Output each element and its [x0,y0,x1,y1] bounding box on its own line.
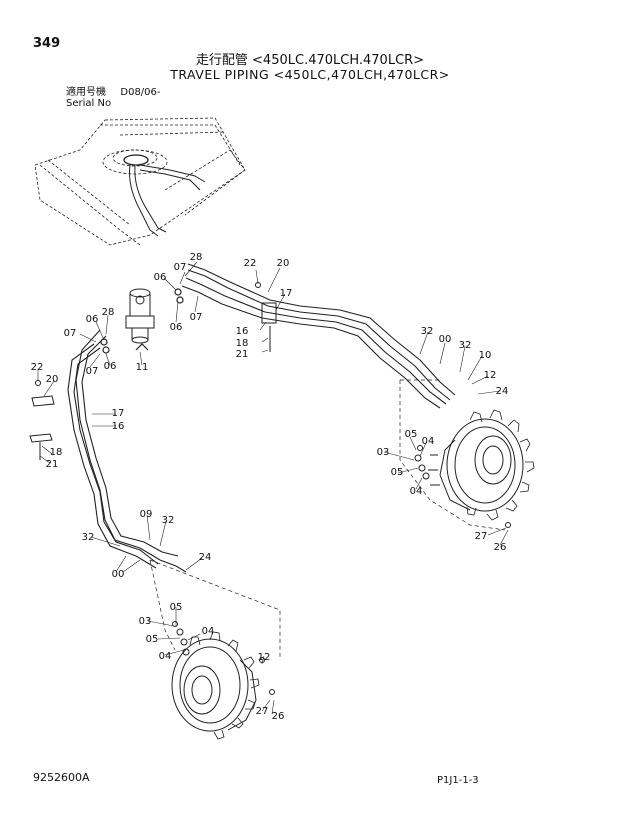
callout-label: 28 [190,252,203,263]
lower-sprocket-teeth [189,631,260,740]
callout-label: 07 [86,366,99,377]
lower-motor-dashed-frame [149,559,281,660]
callout-label: 05 [170,602,183,613]
callout-label: 06 [154,272,167,283]
page-number: 349 [33,36,61,51]
callout-label: 32 [162,515,175,526]
callout-label: 20 [46,374,59,385]
upper-hose-bundle [181,263,456,409]
callout-label: 03 [377,447,390,458]
lower-fittings [172,621,275,695]
callout-label: 00 [439,334,452,345]
callout-label: 16 [236,326,249,337]
title-english: TRAVEL PIPING <450LC,470LCH,470LCR> [170,67,450,82]
right-motor-dashed-frame [399,379,506,531]
right-travel-motor [428,418,524,512]
callout-label: 16 [112,421,125,432]
callout-label: 20 [277,258,290,269]
callout-label: 12 [484,370,497,381]
serial-label-jp: 適用号機 [66,87,106,98]
ring-fittings [100,288,184,354]
callout-label: 24 [199,552,212,563]
callout-label: 10 [479,350,492,361]
callout-label: 04 [410,486,423,497]
callout-label: 05 [146,634,159,645]
callout-label: 27 [475,531,488,542]
callout-label: 28 [102,307,115,318]
right-sprocket-teeth [466,409,535,521]
callout-label: 06 [104,361,117,372]
callout-label: 22 [31,362,44,373]
callout-label: 07 [174,262,187,273]
callout-label: 07 [64,328,77,339]
callout-label: 04 [159,651,172,662]
callout-label: 00 [112,569,125,580]
callout-label: 04 [422,436,435,447]
callout-label: 26 [494,542,507,553]
callout-label: 32 [459,340,472,351]
callout-label: 06 [86,314,99,325]
callout-label: 22 [244,258,257,269]
serial-value: D08/06- [120,87,161,98]
callout-label: 18 [50,447,63,458]
title-japanese: 走行配管 <450LC.470LCH.470LCR> [195,53,425,68]
serial-block: 適用号機 D08/06- Serial No [66,87,161,109]
overview-piping [123,154,206,237]
callout-label: 21 [46,459,59,470]
clamp-bracket-upper [255,282,277,352]
left-hose-bundle [67,329,187,573]
callout-label: 27 [256,706,269,717]
machine-overview [34,117,246,246]
leader-lines [37,261,509,715]
callout-label: 18 [236,338,249,349]
callout-label: 17 [112,408,125,419]
drawing-id: 9252600A [33,771,90,784]
callout-label: 32 [421,326,434,337]
clamp-bracket-left [29,380,55,460]
callout-label: 04 [202,626,215,637]
callout-label: 17 [280,288,293,299]
callout-label: 21 [236,349,249,360]
callout-label: 12 [258,652,271,663]
callout-label: 05 [405,429,418,440]
serial-label-en: Serial No [66,98,112,109]
lower-travel-motor [171,638,257,732]
callout-label: 07 [190,312,203,323]
callout-label: 24 [496,386,509,397]
callout-label: 06 [170,322,183,333]
callout-label: 11 [136,362,149,373]
callout-label: 03 [139,616,152,627]
page-reference: P1J1-1-3 [437,775,479,786]
callout-label: 26 [272,711,285,722]
callout-label: 32 [82,532,95,543]
callout-label: 05 [391,467,404,478]
right-fittings [414,445,511,528]
center-joint [125,288,155,344]
callout-label: 09 [140,509,153,520]
